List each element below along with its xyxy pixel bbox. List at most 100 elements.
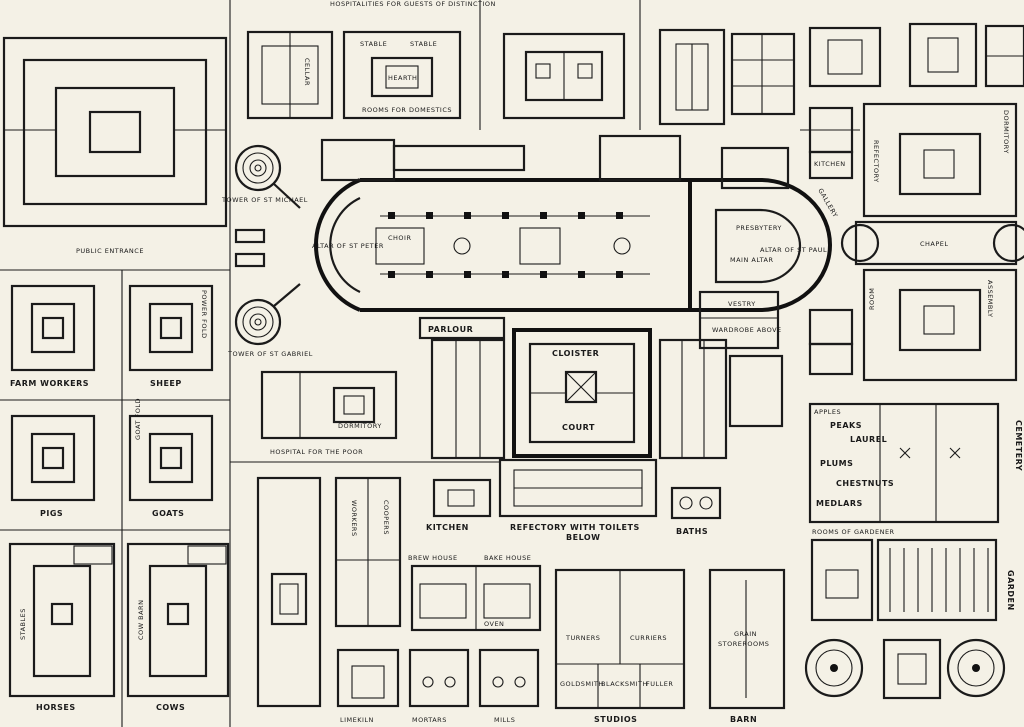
kitchen-right-label: KITCHEN [814,160,846,168]
altar-st-peter-label: ALTAR OF ST PETER [312,242,384,250]
studios-label: STUDIOS [594,715,637,724]
cows-label: COWS [156,703,185,712]
horses-label: HORSES [36,703,76,712]
mills-label: MILLS [494,716,515,724]
guest-house-building [502,32,626,120]
vestry-label: VESTRY [728,300,756,308]
workers-building [256,476,322,708]
laurel-label: LAUREL [850,435,887,444]
refectory-building [498,458,658,518]
hearth-label: HEARTH [388,74,417,82]
chestnuts-label: CHESTNUTS [836,479,894,488]
room-label: ROOM [868,288,876,310]
church-nave [234,178,832,312]
dormitory-wing [430,338,506,460]
chapel-label: CHAPEL [920,240,949,248]
baths-label: BATHS [676,527,708,536]
public-entrance-building [2,36,228,228]
studios-building [554,568,686,710]
sheep-label: SHEEP [150,379,182,388]
hospital-label: HOSPITAL FOR THE POOR [270,448,363,456]
horses-building [8,542,116,698]
curriers-label: CURRIERS [630,634,667,642]
court-label: COURT [562,423,595,432]
goats-building [128,414,214,502]
coopers-label: COOPERS [382,500,390,535]
parlour-label: PARLOUR [428,325,473,334]
assembly-label: ASSEMBLY [986,280,994,318]
grain-label-2: STOREROOMS [718,640,769,648]
pigs-label: PIGS [40,509,63,518]
cow-barn-label: COW BARN [137,600,145,640]
refectory-label-2: BELOW [566,533,601,542]
kitchen-building [432,478,492,518]
cellar-building [246,30,334,120]
power-fold-label: POWER FOLD [200,290,208,339]
top-small-building-4 [984,24,1024,88]
brew-house-label: BREW HOUSE [408,554,458,562]
tower-st-michael [234,144,301,209]
hospital-building [260,370,398,440]
cemetery-label: CEMETERY [1014,420,1023,471]
garden-beds [876,538,998,622]
east-wing [658,338,784,460]
stable-2-label: STABLE [410,40,437,48]
top-small-building-1 [730,32,796,116]
rooms-for-domestics-label: ROOMS FOR DOMESTICS [362,106,452,114]
turners-label: TURNERS [565,634,600,642]
limekiln-building [336,648,400,708]
coopers-building [334,476,402,628]
plums-label: PLUMS [820,459,853,468]
bake-house-label: BAKE HOUSE [484,554,531,562]
goldsmith-label: GOLDSMITH [560,680,604,688]
domestics-building [342,30,462,120]
cellar-label: CELLAR [303,58,311,86]
garden-circles [804,638,1006,700]
top-small-building-2 [808,26,882,88]
stable-1-label: STABLE [360,40,387,48]
cloister-court [512,328,652,458]
main-altar-label: MAIN ALTAR [730,256,774,264]
farm-workers-label: FARM WORKERS [10,379,89,388]
apples-label: APPLES [814,408,841,416]
workers-label: WORKERS [350,500,358,537]
top-narrow-building [658,28,726,126]
barn-building [708,568,786,710]
pigs-building [10,414,96,502]
mills-building [478,648,540,708]
kitchen-label: KITCHEN [426,523,469,532]
wardrobe-above-label: WARDROBE ABOVE [712,326,782,334]
nave-columns [388,212,623,278]
rooms-of-gardener-label: ROOMS OF GARDENER [812,528,895,536]
site-grid [0,0,860,727]
upper-right-complex [862,102,1018,218]
altar-st-paul-label: ALTAR OF ST PAUL [760,246,827,254]
parlour-building [418,316,506,340]
right-small-buildings [808,106,854,376]
grain-label-1: GRAIN [734,630,757,638]
vestry-building [698,290,780,350]
blacksmith-label: BLACKSMITH [601,680,648,688]
dormitory-right-label: DORMITORY [1002,110,1010,154]
brew-bake-house [410,564,542,632]
church-annex-top [320,134,790,190]
cows-building [126,542,230,698]
cloister-label: CLOISTER [552,349,599,358]
choir-label: CHOIR [388,234,411,242]
sheep-building [128,284,214,372]
gardener-house [810,538,874,622]
presbytery-label: PRESBYTERY [736,224,782,232]
fuller-label: FULLER [646,680,673,688]
mortars-label: MORTARS [412,716,447,724]
tower-st-gabriel [234,283,301,346]
medlars-label: MEDLARS [816,499,863,508]
baths-building [670,486,722,520]
refectory-right-label: REFECTORY [872,140,880,183]
barn-label: BARN [730,715,757,724]
peaks-label: PEAKS [830,421,862,430]
dormitory-label: DORMITORY [338,422,382,430]
limekiln-label: LIMEKILN [340,716,374,724]
farm-workers-building [10,284,96,372]
lower-right-complex [862,268,1018,382]
